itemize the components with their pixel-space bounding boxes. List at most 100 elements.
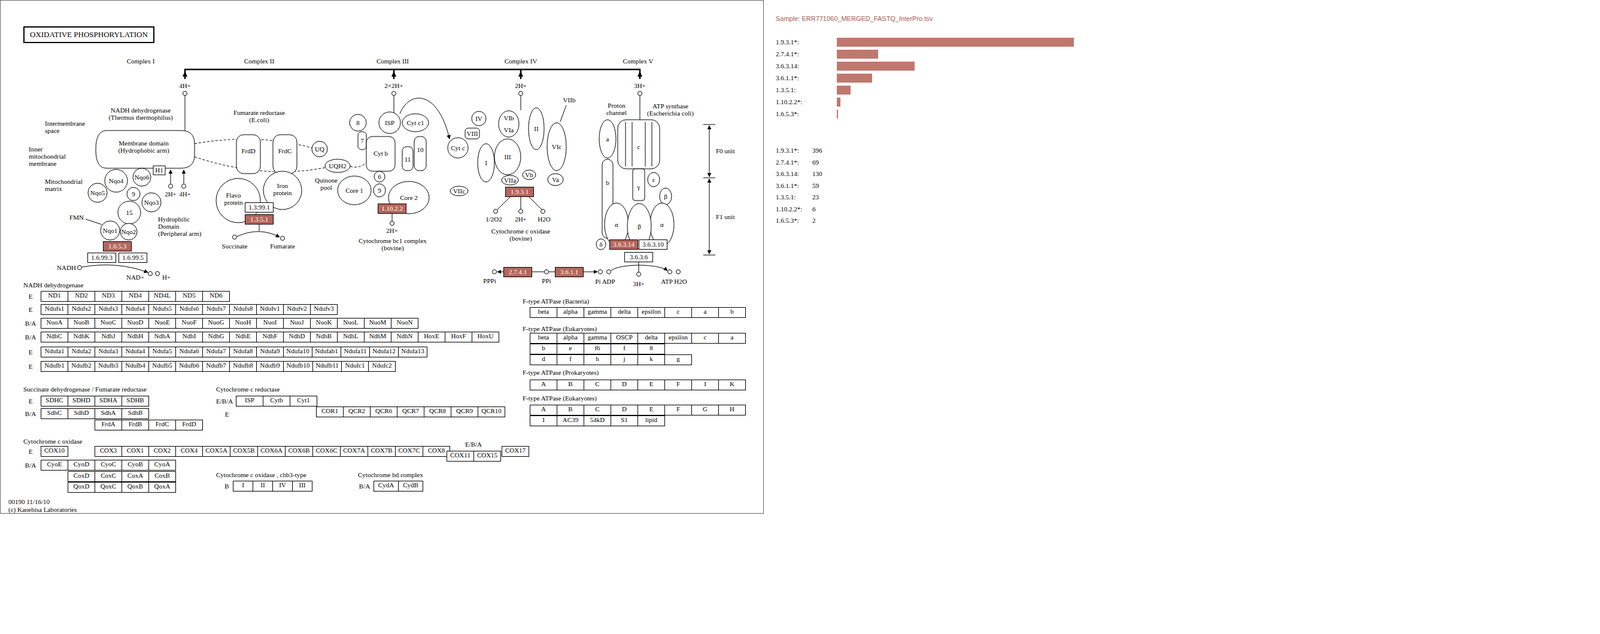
label: PPPi: [483, 277, 496, 285]
table-cell: Cytb: [262, 395, 291, 407]
label: 10: [417, 146, 424, 154]
label: F1 unit: [715, 213, 735, 221]
table-cell: QoxC: [94, 481, 123, 493]
enzyme-box: 2.7.4.1: [503, 266, 533, 278]
table-cell: B: [556, 379, 585, 391]
enzyme-number: 1.6.99.5: [122, 253, 144, 261]
label: 1.9.3.1*:: [775, 146, 800, 154]
label: FrdC: [278, 147, 293, 155]
table-cell: CyoC: [94, 459, 123, 471]
table-cell: a: [691, 307, 719, 318]
table-cell: E: [637, 404, 666, 416]
table-cell: Ndufa12: [369, 346, 399, 358]
table-cell: FrdC: [148, 419, 176, 431]
label: Complex II: [244, 57, 275, 65]
table-cell: NdhN: [390, 331, 419, 343]
table-cell: g: [664, 354, 692, 366]
label: E: [225, 410, 230, 418]
table-cell: b: [718, 307, 746, 318]
table-cell: H: [718, 404, 746, 416]
table-cell: NdhM: [363, 331, 392, 343]
label: 2.7.4.1*:: [775, 158, 800, 166]
table-cell: I: [232, 480, 254, 492]
table-cell: FrdA: [94, 419, 123, 431]
label: ε: [652, 175, 656, 184]
table-cell: QCR9: [450, 406, 479, 418]
label: 2×2H+: [384, 82, 403, 90]
enzyme-number: 1.6.5.3: [108, 242, 127, 250]
table-cell: CoxA: [121, 471, 150, 482]
table-cell: k: [637, 354, 666, 366]
table-cell: Ndufs7: [202, 304, 230, 315]
label: Nqo2: [121, 228, 136, 236]
label: 3.6.3.14:: [775, 62, 800, 70]
table-cell: Ndufa9: [256, 346, 284, 358]
label: Vb: [524, 171, 533, 179]
label: 3H+: [632, 280, 645, 288]
label: F-type ATPase (Eukaryotes): [522, 394, 597, 402]
table-cell: Ndufb3: [94, 360, 123, 372]
label: E/B/A: [216, 397, 233, 405]
label: E: [28, 292, 33, 300]
label: VIIb: [563, 96, 576, 104]
label: Nqo3: [144, 198, 159, 206]
label: Flavo protein: [220, 191, 248, 206]
count-value: 2: [812, 216, 816, 224]
table-cell: Ndufb5: [148, 360, 176, 372]
table-cell: COX6A: [257, 445, 286, 457]
count-value: 6: [812, 205, 816, 213]
label: 2.7.4.1*:: [775, 50, 800, 58]
table-cell: Ndufa5: [148, 346, 176, 358]
table-cell: NdhF: [256, 331, 284, 343]
table-cell: lipid: [637, 415, 666, 427]
table-cell: Ndufc2: [368, 360, 396, 372]
label: 1.10.2.2*:: [775, 98, 803, 106]
table-cell: II: [252, 480, 273, 492]
label: Inner mitochondrial membrane: [28, 145, 74, 168]
label: Succinate dehydrogenase / Fumarate reduc…: [23, 385, 147, 393]
label: 2H+: [164, 190, 177, 198]
label: (c) Kanehisa Laboratories: [8, 505, 77, 513]
table-cell: ISP: [235, 395, 264, 407]
table-cell: Ndufs1: [40, 304, 69, 315]
table-cell: HoxU: [471, 331, 500, 343]
table-cell: COX11: [446, 450, 475, 462]
label: Fumarate: [269, 242, 296, 250]
label: Iron protein: [269, 181, 297, 197]
label: ATP H2O: [660, 277, 687, 285]
table-cell: COX17: [501, 445, 530, 457]
count-value: 59: [812, 181, 819, 190]
table-cell: Ndufb10: [283, 360, 314, 372]
bar: [836, 37, 1074, 47]
label: δ: [599, 240, 603, 248]
label: 1.6.5.3*:: [775, 110, 800, 118]
table-cell: ND4: [121, 290, 150, 302]
label: E: [28, 305, 33, 314]
table-cell: SDHA: [94, 395, 123, 407]
table-cell: gamma: [583, 332, 612, 344]
table-cell: CoxB: [148, 471, 176, 482]
table-cell: QoxA: [148, 481, 176, 493]
table-cell: COX7A: [339, 445, 369, 457]
table-cell: NdhG: [202, 331, 230, 343]
label: Mitochondrial matrix: [44, 177, 87, 193]
bar: [836, 109, 839, 119]
table-cell: Ndufb1: [40, 360, 69, 372]
table-cell: SDHC: [40, 395, 69, 407]
label: 7: [360, 137, 364, 145]
label: Fumarate reductase (E.coli): [229, 108, 290, 124]
table-cell: COX5A: [202, 445, 231, 457]
label: Hydrophilic Domain (Peripheral arm): [158, 215, 209, 238]
table-cell: FrdD: [175, 419, 203, 431]
table-cell: CyoB: [121, 459, 150, 471]
label: 6: [377, 172, 382, 181]
table-cell: COX7B: [367, 445, 396, 457]
table-cell: f: [556, 354, 585, 366]
label: E: [28, 397, 33, 405]
label: UQH2: [328, 162, 346, 170]
table-cell: Ndufa10: [283, 346, 313, 358]
table-cell: E: [637, 379, 666, 391]
table-cell: A: [529, 379, 558, 391]
enzyme-box: 1.6.99.3: [87, 252, 117, 263]
label: VIII: [466, 129, 479, 138]
